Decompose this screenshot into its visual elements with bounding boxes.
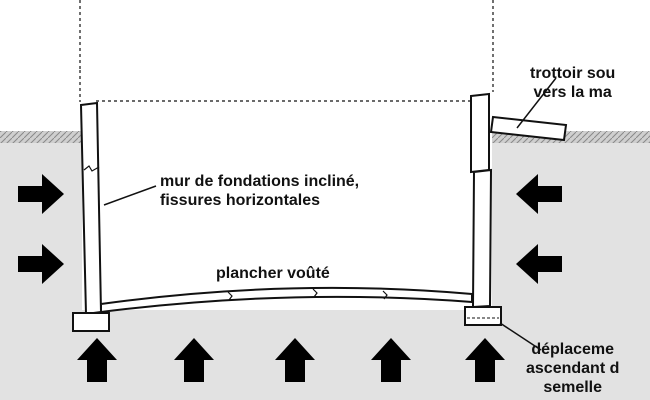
floor-crack-2 xyxy=(312,288,318,298)
footing-label-line-2: ascendant d xyxy=(526,360,620,377)
right-footing xyxy=(464,306,502,326)
arrow-icon xyxy=(275,338,315,382)
wall-label-line-1: mur de fondations incliné, xyxy=(160,173,360,190)
arrow-icon xyxy=(77,338,117,382)
floor-label: plancher voûté xyxy=(216,265,330,282)
arrow-icon xyxy=(465,338,505,382)
ground-surface-left xyxy=(0,131,82,143)
arrow-icon xyxy=(18,174,64,214)
arrow-icon xyxy=(371,338,411,382)
footing-label-line-3: semelle xyxy=(543,379,603,396)
house-outline xyxy=(79,0,494,102)
left-wall-crack xyxy=(83,165,100,172)
domed-floor xyxy=(100,286,473,314)
arrow-icon xyxy=(18,244,64,284)
wall-leader-line xyxy=(103,185,157,206)
sidewalk-label: trottoir sou vers la ma xyxy=(530,64,615,102)
floor-crack-3 xyxy=(382,290,388,300)
footing-label: déplaceme ascendant d semelle xyxy=(526,340,619,397)
wall-label-line-2: fissures horizontales xyxy=(160,192,321,209)
left-footing xyxy=(72,312,110,332)
right-foundation-wall-lower xyxy=(471,168,493,309)
basement-interior xyxy=(82,102,492,310)
footing-label-line-1: déplaceme xyxy=(531,341,615,358)
sidewalk-label-line-1: trottoir sou xyxy=(530,65,616,82)
arrow-icon xyxy=(516,174,562,214)
sidewalk-slab xyxy=(489,115,568,142)
arrow-icon xyxy=(516,244,562,284)
right-foundation-wall-upper xyxy=(470,92,490,174)
sidewalk-leader-line xyxy=(516,77,557,129)
wall-label: mur de fondations incliné, fissures hori… xyxy=(160,172,359,210)
sidewalk-label-line-2: vers la ma xyxy=(533,84,612,101)
arrow-icon xyxy=(174,338,214,382)
floor-crack-1 xyxy=(227,291,233,301)
footing-leader-line xyxy=(499,322,542,351)
